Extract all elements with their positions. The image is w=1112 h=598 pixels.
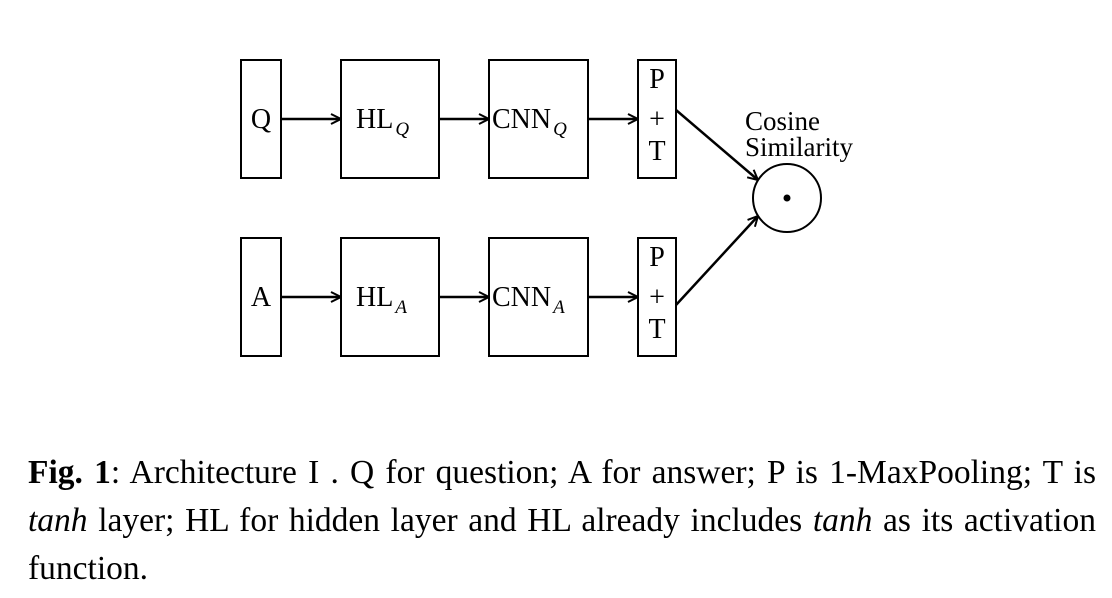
hidden-layer-a-box [340, 237, 440, 357]
caption-text-part2: layer; HL for hidden layer and HL alread… [87, 502, 813, 539]
caption-text-part1: : Architecture I . Q for question; A for… [110, 454, 1096, 491]
cnn-q-box [488, 59, 589, 179]
caption-tanh-1: tanh [28, 502, 88, 539]
answer-input-label: A [251, 282, 272, 313]
arrow-pool-q-to-cosine [675, 109, 758, 180]
pool-q-p-label: P [649, 64, 665, 95]
figure-caption: Fig. 1: Architecture I . Q for question;… [28, 449, 1096, 593]
figure-label: Fig. 1 [28, 454, 111, 491]
pool-a-t-label: T [648, 314, 665, 345]
hidden-layer-a-subscript: A [393, 297, 407, 318]
pool-a-plus-label: + [649, 282, 665, 313]
cnn-q-base: CNN [492, 104, 551, 135]
question-input-box [240, 59, 282, 179]
arrow-pool-a-to-cosine [675, 216, 758, 306]
hidden-layer-q-subscript: Q [395, 119, 409, 140]
pool-a-p-label: P [649, 242, 665, 273]
pool-q-t-label: T [648, 136, 665, 167]
similarity-label: Similarity [745, 132, 854, 162]
hidden-layer-q-base: HL [356, 104, 393, 135]
caption-text-part3: as its activation function. [28, 502, 1096, 587]
hidden-layer-a-base: HL [356, 282, 393, 313]
cnn-a-base: CNN [492, 282, 551, 313]
answer-input-box [240, 237, 282, 357]
question-input-label: Q [251, 104, 271, 135]
cnn-q-subscript: Q [553, 119, 567, 140]
pool-q-plus-label: + [649, 104, 665, 135]
pool-tanh-q-box [637, 59, 677, 179]
cnn-a-box [488, 237, 589, 357]
pool-tanh-a-box [637, 237, 677, 357]
cnn-a-subscript: A [551, 297, 565, 318]
cosine-label: Cosine [745, 106, 820, 136]
dot-product-icon [783, 194, 791, 202]
caption-tanh-2: tanh [812, 502, 873, 539]
hidden-layer-q-box [340, 59, 440, 179]
